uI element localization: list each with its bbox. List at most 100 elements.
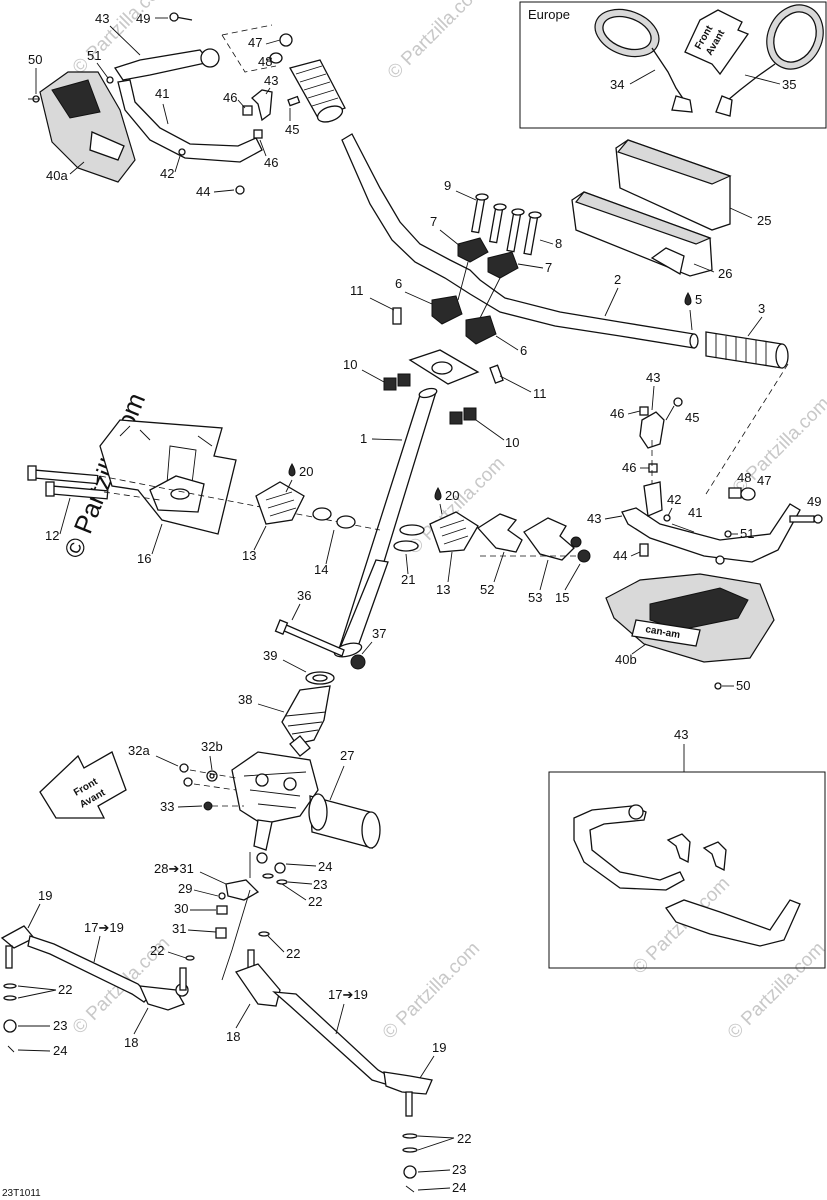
pitman-arm xyxy=(225,879,260,901)
callout-8: 8 xyxy=(555,236,562,251)
callout-13: 13 xyxy=(242,548,256,563)
callout-43: 43 xyxy=(264,73,278,88)
callout-36: 36 xyxy=(297,588,311,603)
callout-43: 43 xyxy=(95,11,109,26)
callout-23: 23 xyxy=(313,877,327,892)
callout-51: 51 xyxy=(740,526,754,541)
callout-43: 43 xyxy=(674,727,688,742)
callout-44: 44 xyxy=(196,184,210,199)
callout-15: 15 xyxy=(555,590,569,605)
callout-42: 42 xyxy=(160,166,174,181)
callout-20: 20 xyxy=(299,464,313,479)
mirror-right xyxy=(715,4,824,117)
mirror-left xyxy=(594,8,693,113)
nut-37 xyxy=(350,654,366,670)
callout-47: 47 xyxy=(757,473,771,488)
watermark-text: © Partzilla.com xyxy=(379,938,484,1043)
callout-22: 22 xyxy=(58,982,72,997)
callout-34: 34 xyxy=(610,77,624,92)
callout-12: 12 xyxy=(45,528,59,543)
callout-39: 39 xyxy=(263,648,277,663)
callout-16: 16 xyxy=(137,551,151,566)
callout-13: 13 xyxy=(436,582,450,597)
tie-rod-right: 18 17➔19 19 22 23 24 xyxy=(226,949,471,1195)
callout-19: 19 xyxy=(432,1040,446,1055)
front-arrow-bottom: Front Avant xyxy=(39,751,127,819)
callout-25: 25 xyxy=(757,213,771,228)
callout-7: 7 xyxy=(545,260,552,275)
handlebar: 5 2 3 xyxy=(341,133,789,441)
callout-46: 46 xyxy=(223,90,237,105)
pitman-arm-assembly: 28➔31 24 29 23 22 30 31 22 22 xyxy=(150,852,332,981)
callout-6: 6 xyxy=(520,343,527,358)
callout-3: 3 xyxy=(758,301,765,316)
droplet-icon xyxy=(684,291,692,306)
bushing-48 xyxy=(269,52,283,64)
callout-22: 22 xyxy=(286,946,300,961)
callout-46: 46 xyxy=(610,406,624,421)
callout-26: 26 xyxy=(718,266,732,281)
callout-46: 46 xyxy=(622,460,636,475)
callout-48: 48 xyxy=(258,54,272,69)
mount-bracket-16 xyxy=(99,419,237,535)
bushing-47 xyxy=(740,487,756,501)
right-handguard-assembly: can-am 43 46 45 46 48 47 49 42 41 43 51 … xyxy=(587,370,823,693)
callout-50: 50 xyxy=(736,678,750,693)
tie-rod-end-18-right xyxy=(234,963,281,1007)
callout-17-19: 17➔19 xyxy=(84,920,124,935)
callout-32b: 32b xyxy=(201,739,223,754)
bushing-14 xyxy=(312,507,332,521)
callout-45: 45 xyxy=(285,122,299,137)
callout-18: 18 xyxy=(124,1035,138,1050)
watermark-text: © Partzilla.com xyxy=(384,0,489,84)
callout-1: 1 xyxy=(360,431,367,446)
callout-6: 6 xyxy=(395,276,402,291)
tie-rod-end-19-right xyxy=(383,1071,433,1095)
callout-46: 46 xyxy=(264,155,278,170)
callout-31: 31 xyxy=(172,921,186,936)
handguard-bracket-left xyxy=(113,49,212,81)
callout-41: 41 xyxy=(688,505,702,520)
bushing-10 xyxy=(383,377,397,391)
callout-19: 19 xyxy=(38,888,52,903)
callout-20: 20 xyxy=(445,488,459,503)
bracket-left-detail xyxy=(573,805,685,891)
callout-44: 44 xyxy=(613,548,627,563)
callout-10: 10 xyxy=(343,357,357,372)
handguard-bracket-box: 43 xyxy=(548,727,826,969)
steering-column: 1 36 37 39 38 xyxy=(238,387,438,745)
watermark-text: © Partzilla.com xyxy=(724,938,827,1043)
callout-35: 35 xyxy=(782,77,796,92)
boot-38 xyxy=(281,685,331,745)
bolt-8 xyxy=(506,210,522,253)
callout-29: 29 xyxy=(178,881,192,896)
callout-49: 49 xyxy=(807,494,821,509)
handlebar-clamps: 9 7 8 7 6 6 11 11 10 10 xyxy=(343,178,562,450)
plate-53 xyxy=(523,517,575,561)
callout-22: 22 xyxy=(308,894,322,909)
callout-11: 11 xyxy=(533,386,547,401)
callout-5: 5 xyxy=(695,292,702,307)
callout-14: 14 xyxy=(314,562,328,577)
nut-15 xyxy=(577,549,591,563)
callout-23: 23 xyxy=(53,1018,67,1033)
callout-24: 24 xyxy=(318,859,332,874)
bushing-48 xyxy=(728,487,742,499)
callout-50: 50 xyxy=(28,52,42,67)
callout-30: 30 xyxy=(174,901,188,916)
bolt-49 xyxy=(789,515,815,523)
europe-title: Europe xyxy=(528,7,570,22)
grip-right xyxy=(705,331,789,369)
callout-47: 47 xyxy=(248,35,262,50)
lower-clamp-6 xyxy=(431,295,463,325)
callout-24: 24 xyxy=(53,1043,67,1058)
upper-clamp-7 xyxy=(457,237,489,263)
droplet-icon xyxy=(288,462,296,477)
callout-38: 38 xyxy=(238,692,252,707)
callout-42: 42 xyxy=(667,492,681,507)
clamp-13 xyxy=(255,481,305,525)
bolt-36 xyxy=(281,623,345,657)
handguard-shield-right: can-am xyxy=(605,573,775,663)
callout-32a: 32a xyxy=(128,743,150,758)
grip-left xyxy=(289,59,346,123)
